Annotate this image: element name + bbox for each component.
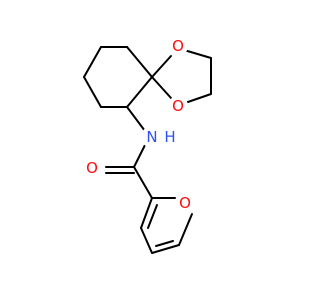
bond-furan-c4-c3 bbox=[140, 227, 153, 254]
bond-c-o2 bbox=[184, 93, 212, 104]
oxygen-atom-label: O bbox=[172, 37, 184, 55]
molecule-structure: O O N H O O bbox=[82, 36, 212, 254]
carbonyl-oxygen-label: O bbox=[86, 159, 98, 177]
hydrogen-atom-label: H bbox=[164, 128, 175, 146]
bond-ring-c3-c4 bbox=[83, 46, 102, 78]
atom-label-layer: O O N H O O bbox=[82, 36, 195, 213]
bond-layer bbox=[83, 46, 212, 254]
bond-furan-o-c5 bbox=[178, 213, 193, 246]
bond-c6-n bbox=[126, 106, 146, 132]
bond-spiro-o1 bbox=[151, 55, 172, 78]
furan-oxygen-label: O bbox=[179, 194, 191, 212]
bond-furan-double-inner-2 bbox=[147, 204, 158, 229]
bond-o2-spiro bbox=[151, 76, 172, 99]
bond-carbonyl-to-furan bbox=[133, 166, 153, 199]
bond-ring-c4-c5 bbox=[83, 76, 102, 108]
bond-furan-c5-c4 bbox=[151, 244, 180, 254]
bond-o1-c bbox=[183, 49, 212, 59]
bond-ring-c6-c1 bbox=[126, 76, 153, 108]
bond-n-carbonyl-c bbox=[133, 144, 146, 168]
oxygen-atom-label: O bbox=[172, 97, 184, 115]
bond-furan-double-inner-1 bbox=[155, 240, 174, 247]
bond-ring-c1-c2 bbox=[126, 46, 153, 78]
nitrogen-atom-label: N bbox=[146, 128, 157, 146]
bond-furan-c3-c2 bbox=[140, 197, 153, 229]
